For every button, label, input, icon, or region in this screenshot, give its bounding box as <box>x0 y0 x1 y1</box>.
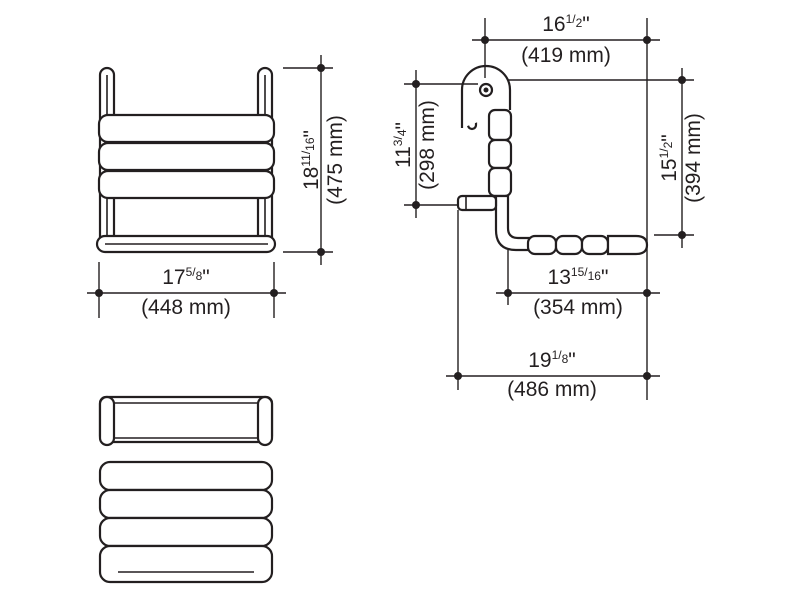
side-right-height-imperial: 151/2" <box>657 134 681 182</box>
front-height-imperial: 1811/16" <box>299 130 323 190</box>
side-seat-pad-4 <box>606 234 649 256</box>
side-pad-2 <box>487 138 513 170</box>
side-top-width-metric: (419 mm) <box>521 44 611 67</box>
side-seat-depth-dimension: 1315/16" (354 mm) <box>496 250 660 319</box>
top-slat-2 <box>98 488 274 520</box>
side-leg-stub <box>456 194 498 212</box>
front-width-imperial: 175/8" <box>162 265 210 289</box>
side-top-width-imperial: 161/2" <box>542 12 590 36</box>
side-seat-depth-imperial: 1315/16" <box>548 265 609 289</box>
front-width-dimension: 175/8" (448 mm) <box>87 262 286 319</box>
side-seat-depth-metric: (354 mm) <box>533 296 623 319</box>
front-height-dimension: 1811/16" (475 mm) <box>283 55 347 265</box>
top-slat-3 <box>98 516 274 548</box>
side-seat-pad-3 <box>580 234 610 256</box>
side-pad-1 <box>487 108 513 142</box>
front-slat-3 <box>97 169 276 200</box>
front-height-metric: (475 mm) <box>324 115 347 205</box>
top-slat-4 <box>98 544 274 584</box>
side-total-depth-imperial: 191/8" <box>528 348 576 372</box>
front-slat-1 <box>97 113 276 144</box>
side-left-height-dimension: 113/4" (298 mm) <box>391 70 478 390</box>
side-right-height-metric: (394 mm) <box>682 113 705 203</box>
side-pad-3 <box>487 166 513 198</box>
side-total-depth-metric: (486 mm) <box>507 378 597 401</box>
side-seat-pad-1 <box>526 234 558 256</box>
top-left-hinge <box>98 395 116 447</box>
top-slat-1 <box>98 460 274 492</box>
front-slat-2 <box>97 141 276 172</box>
front-width-metric: (448 mm) <box>141 296 231 319</box>
side-seat-pad-2 <box>554 234 584 256</box>
side-frame-tube <box>494 194 532 252</box>
top-view <box>98 395 274 584</box>
side-left-height-imperial: 113/4" <box>391 122 415 168</box>
side-left-height-metric: (298 mm) <box>416 100 439 190</box>
side-total-depth-dimension: 191/8" (486 mm) <box>446 348 660 401</box>
side-view <box>456 64 649 256</box>
top-right-hinge <box>256 395 274 447</box>
side-top-width-dimension: 161/2" (419 mm) <box>472 12 660 400</box>
side-right-height-dimension: 151/2" (394 mm) <box>508 68 705 248</box>
front-view <box>95 66 277 254</box>
